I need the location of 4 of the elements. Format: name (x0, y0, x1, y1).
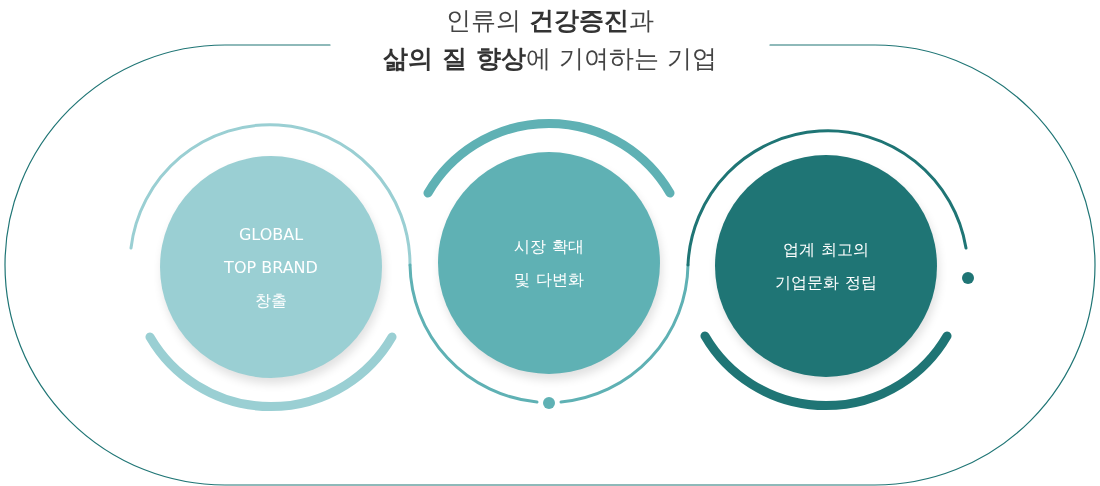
circle-node: GLOBAL TOP BRAND 창출 (160, 156, 382, 378)
circle-node: 업계 최고의 기업문화 정립 (715, 155, 937, 377)
title: 인류의 건강증진과 삶의 질 향상에 기여하는 기업 (382, 5, 718, 75)
circle-node: 시장 확대 및 다변화 (438, 152, 660, 374)
